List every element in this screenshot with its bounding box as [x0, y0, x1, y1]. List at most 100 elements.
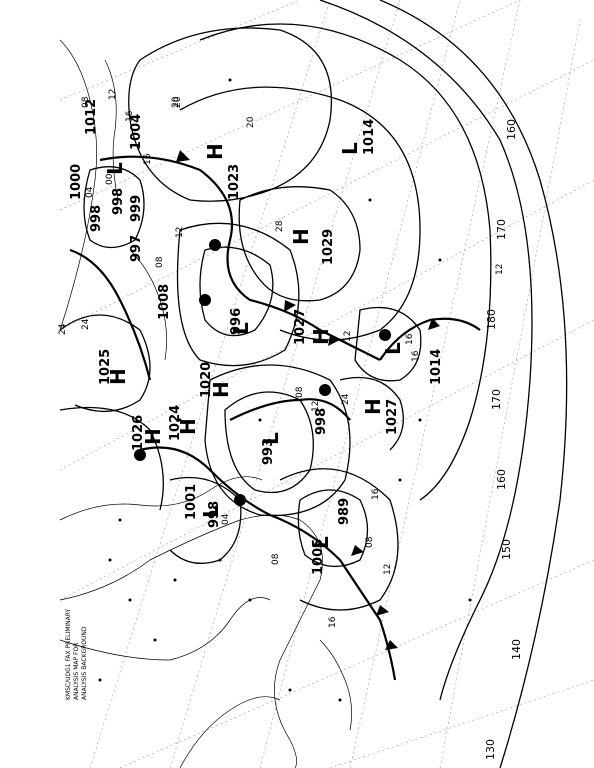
isobar-label: 28 — [275, 220, 285, 232]
longitude-label: 160 — [505, 119, 518, 140]
system-pressure-label: 1029 — [321, 229, 336, 265]
isobar-label: 16 — [411, 350, 421, 362]
longitude-label: 170 — [495, 219, 508, 240]
front-semicircle — [209, 239, 221, 251]
system-type-label: H — [209, 381, 233, 398]
isobar-label: 16 — [328, 616, 338, 628]
isobar-label: 04 — [221, 513, 231, 525]
longitude-label: 160 — [495, 469, 508, 490]
pressure-system: H 1023 — [203, 143, 242, 200]
isobar-label: 04 — [85, 186, 95, 198]
isobar-label: 08 — [365, 536, 375, 548]
system-pressure-label: 993 — [261, 438, 276, 465]
pressure-system: L 1014 — [381, 342, 444, 385]
isobars — [59, 0, 568, 768]
isobar-label: 20 — [173, 96, 183, 108]
isobar-label: 08 — [295, 386, 305, 398]
system-pressure-label: 998 — [111, 188, 126, 215]
header-block: KMSC/UDG1 FAX PRELIMINARY ANALYSIS MAP F… — [65, 608, 88, 700]
front-triangle — [176, 150, 190, 162]
front-semicircle — [379, 329, 391, 341]
isobar-label: 08 — [271, 553, 281, 565]
system-pressure-label: 997 — [129, 235, 144, 262]
system-type-label: H — [361, 398, 385, 415]
system-pressure-label: 999 — [129, 195, 144, 222]
pressure-system: 1012 — [84, 99, 99, 135]
front-triangle — [328, 335, 340, 346]
longitude-label: 130 — [484, 739, 497, 760]
front-semicircle — [199, 294, 211, 306]
system-pressure-label: 1008 — [157, 284, 172, 320]
isobar-label: 12 — [343, 331, 353, 342]
system-pressure-label: 1014 — [362, 119, 377, 155]
pressure-system: L 1014 — [338, 119, 377, 155]
pressure-system: 1005 — [311, 539, 326, 575]
isobar-label: 24 — [81, 318, 91, 330]
system-pressure-label: 1000 — [69, 164, 84, 200]
system-pressure-label: 1012 — [84, 99, 99, 135]
front-semicircle — [134, 449, 146, 461]
system-pressure-label: 998 — [314, 408, 329, 435]
pressure-system: L 998 — [199, 501, 223, 528]
longitude-label: 150 — [500, 539, 513, 560]
system-pressure-label: 1025 — [98, 349, 113, 385]
pressure-systems: 1012 1004 L 998 1000 998 999 997 H 1023 … — [69, 99, 444, 575]
system-pressure-label: 1027 — [293, 309, 308, 345]
pressure-system: 1000 — [69, 164, 84, 200]
pressure-system: H 1020 — [199, 362, 233, 398]
isobar-label: 12 — [495, 264, 505, 275]
isobar-label: 12 — [108, 89, 118, 100]
longitude-labels: 130 140 150 160 170 180 170 160 — [484, 119, 523, 760]
system-type-label: H — [141, 428, 165, 445]
pressure-system: H 1027 — [293, 309, 333, 345]
station-plots — [98, 78, 472, 702]
pressure-system: H 1026 — [131, 415, 165, 451]
front-triangle — [385, 640, 398, 650]
system-pressure-label: 1004 — [129, 114, 144, 150]
isobar-label: 20 — [171, 96, 181, 108]
pressure-system: L 993 — [259, 432, 283, 465]
front-triangle — [284, 300, 296, 312]
isobar-label: 24 — [58, 323, 68, 335]
isobar-label: 00 — [105, 173, 115, 185]
system-type-label: L — [199, 505, 223, 518]
pressure-system: 999 — [129, 195, 144, 222]
system-pressure-label: 989 — [337, 498, 352, 525]
system-type-label: L — [103, 162, 127, 175]
pressure-system: L 989 — [309, 498, 352, 549]
isobar-label: 12 — [175, 227, 185, 238]
graticule — [59, 0, 594, 768]
pressure-system: H 1024 — [168, 405, 200, 441]
pressure-system: 1008 — [157, 284, 172, 320]
front-triangle — [376, 605, 389, 616]
pressure-system: H 1027 — [361, 398, 400, 435]
system-pressure-label: 998 — [89, 205, 104, 232]
system-type-label: L — [338, 142, 362, 155]
isobar-label: 16 — [405, 333, 415, 345]
isobar-label: 12 — [383, 564, 393, 575]
system-pressure-label: 1023 — [227, 164, 242, 200]
system-pressure-label: 1005 — [311, 539, 326, 575]
system-pressure-label: 1014 — [429, 349, 444, 385]
longitude-label: 140 — [510, 639, 523, 660]
header-line: ANALYSIS BACKGROUND — [81, 626, 88, 700]
pressure-system: 1001 — [184, 484, 199, 520]
isobar-label: 16 — [371, 488, 381, 500]
header-line: ANALYSIS MAP FOR — [73, 643, 80, 700]
system-pressure-label: 1020 — [199, 362, 214, 398]
system-pressure-label: 1027 — [385, 399, 400, 435]
system-type-label: H — [203, 143, 227, 160]
isobar-label: 16 — [143, 153, 153, 165]
map-frame — [60, 0, 594, 768]
system-type-label: H — [309, 328, 333, 345]
system-type-label: L — [259, 432, 283, 445]
front-semicircle — [234, 494, 246, 506]
isobar-label: 24 — [341, 393, 351, 405]
pressure-system: 998 — [314, 408, 329, 435]
isobar-label: 12 — [311, 401, 321, 412]
front-semicircle — [319, 384, 331, 396]
isobar-label: 08 — [155, 256, 165, 268]
system-type-label: L — [381, 342, 405, 355]
system-type-label: H — [176, 418, 200, 435]
